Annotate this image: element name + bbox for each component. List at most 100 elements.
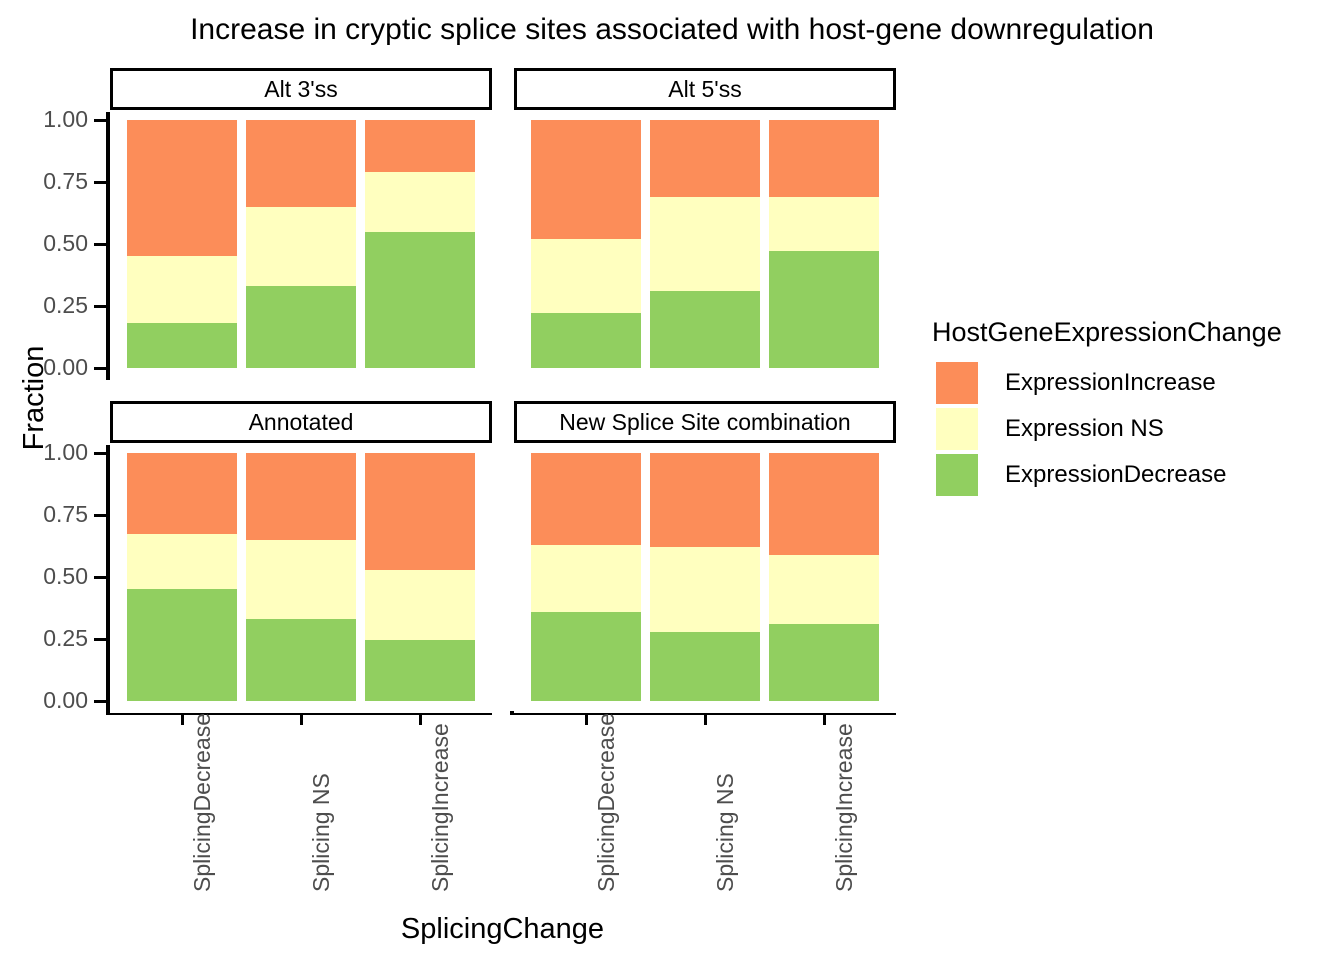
legend-item[interactable]: ExpressionIncrease bbox=[936, 360, 1282, 406]
bar-segment[interactable] bbox=[531, 313, 641, 368]
stacked-bar[interactable] bbox=[650, 453, 760, 701]
facet-panel: New Splice Site combination bbox=[514, 401, 896, 713]
y-axis-line-top bbox=[106, 112, 110, 380]
bar-segment[interactable] bbox=[246, 286, 356, 368]
y-axis-tick bbox=[94, 576, 107, 579]
legend-swatch-icon bbox=[936, 362, 978, 404]
stacked-bar[interactable] bbox=[365, 453, 475, 701]
y-axis-line-bottom bbox=[106, 445, 110, 713]
facet-strip-label: Annotated bbox=[248, 408, 354, 435]
bar-segment[interactable] bbox=[650, 453, 760, 548]
y-axis-tick bbox=[94, 514, 107, 517]
x-axis-tick-label: SplicingDecrease bbox=[593, 713, 619, 892]
bar-segment[interactable] bbox=[365, 172, 475, 232]
bars-layer bbox=[514, 453, 896, 701]
bar-segment[interactable] bbox=[127, 323, 237, 368]
bar-segment[interactable] bbox=[769, 196, 879, 252]
x-axis-tick bbox=[823, 712, 826, 725]
plot-area bbox=[110, 453, 492, 713]
bar-segment[interactable] bbox=[769, 120, 879, 197]
bar-segment[interactable] bbox=[650, 291, 760, 368]
bar-segment[interactable] bbox=[365, 569, 475, 641]
bar-segment[interactable] bbox=[769, 251, 879, 368]
bar-segment[interactable] bbox=[246, 619, 356, 701]
facet-panel: Annotated bbox=[110, 401, 492, 713]
x-axis-line-left bbox=[106, 711, 492, 715]
y-axis-tick bbox=[94, 367, 107, 370]
plot-area bbox=[110, 120, 492, 380]
bar-segment[interactable] bbox=[127, 120, 237, 257]
y-axis-tick-label: 0.25 bbox=[43, 292, 88, 318]
stacked-bar[interactable] bbox=[531, 453, 641, 701]
stacked-bar[interactable] bbox=[365, 120, 475, 368]
y-axis-tick-label: 0.00 bbox=[43, 354, 88, 380]
y-axis-tick-label: 0.25 bbox=[43, 625, 88, 651]
bar-segment[interactable] bbox=[531, 120, 641, 240]
x-axis-tick bbox=[300, 712, 303, 725]
legend-item[interactable]: Expression NS bbox=[936, 406, 1282, 452]
y-axis-tick-label: 0.75 bbox=[43, 168, 88, 194]
bar-segment[interactable] bbox=[650, 547, 760, 632]
facet-strip: Alt 3'ss bbox=[110, 68, 492, 110]
bar-segment[interactable] bbox=[246, 539, 356, 620]
x-axis-title: SplicingChange bbox=[400, 913, 605, 945]
stacked-bar[interactable] bbox=[650, 120, 760, 368]
stacked-bar[interactable] bbox=[769, 453, 879, 701]
stacked-bar[interactable] bbox=[127, 453, 237, 701]
bar-segment[interactable] bbox=[246, 206, 356, 287]
bar-segment[interactable] bbox=[365, 120, 475, 173]
bar-segment[interactable] bbox=[531, 611, 641, 701]
legend-item[interactable]: ExpressionDecrease bbox=[936, 452, 1282, 498]
bar-segment[interactable] bbox=[769, 624, 879, 701]
y-axis-tick bbox=[94, 638, 107, 641]
bar-segment[interactable] bbox=[365, 453, 475, 570]
bar-segment[interactable] bbox=[127, 589, 237, 701]
facet-strip: New Splice Site combination bbox=[514, 401, 896, 443]
y-axis-tick-label: 0.50 bbox=[43, 563, 88, 589]
bars-layer bbox=[514, 120, 896, 368]
bar-segment[interactable] bbox=[365, 231, 475, 368]
y-axis-tick-label: 1.00 bbox=[43, 439, 88, 465]
x-axis-tick bbox=[704, 712, 707, 725]
legend: HostGeneExpressionChange ExpressionIncre… bbox=[932, 316, 1282, 498]
bar-segment[interactable] bbox=[650, 631, 760, 701]
stacked-bar[interactable] bbox=[769, 120, 879, 368]
facet-panel: Alt 5'ss bbox=[514, 68, 896, 380]
bar-segment[interactable] bbox=[127, 533, 237, 590]
facet-strip: Annotated bbox=[110, 401, 492, 443]
bar-segment[interactable] bbox=[365, 640, 475, 701]
bar-segment[interactable] bbox=[127, 256, 237, 324]
stacked-bar[interactable] bbox=[246, 453, 356, 701]
x-axis-tick bbox=[585, 712, 588, 725]
y-axis-title: Fraction bbox=[18, 345, 50, 451]
legend-item-label: ExpressionIncrease bbox=[1005, 369, 1216, 396]
x-axis-line-right bbox=[510, 711, 896, 715]
stacked-bar[interactable] bbox=[127, 120, 237, 368]
bar-segment[interactable] bbox=[769, 453, 879, 555]
facet-strip-label: New Splice Site combination bbox=[559, 408, 851, 435]
x-axis-tick-label: Splicing NS bbox=[712, 773, 738, 892]
bar-segment[interactable] bbox=[650, 120, 760, 197]
bar-segment[interactable] bbox=[246, 453, 356, 540]
y-axis-tick bbox=[94, 305, 107, 308]
bar-segment[interactable] bbox=[531, 544, 641, 612]
bar-segment[interactable] bbox=[531, 239, 641, 314]
x-axis-tick-label: SplicingIncrease bbox=[427, 723, 453, 892]
bar-segment[interactable] bbox=[650, 196, 760, 292]
y-axis-tick bbox=[94, 181, 107, 184]
legend-item-label: ExpressionDecrease bbox=[1005, 461, 1227, 488]
bar-segment[interactable] bbox=[769, 554, 879, 625]
page-title: Increase in cryptic splice sites associa… bbox=[190, 13, 1154, 46]
stacked-bar[interactable] bbox=[531, 120, 641, 368]
facet-strip-label: Alt 5'ss bbox=[668, 75, 742, 102]
stacked-bar[interactable] bbox=[246, 120, 356, 368]
bar-segment[interactable] bbox=[531, 453, 641, 545]
x-axis-tick-label: Splicing NS bbox=[308, 773, 334, 892]
legend-item-label: Expression NS bbox=[1005, 415, 1164, 442]
bar-segment[interactable] bbox=[127, 453, 237, 534]
y-axis-tick-label: 0.75 bbox=[43, 501, 88, 527]
bar-segment[interactable] bbox=[246, 120, 356, 207]
